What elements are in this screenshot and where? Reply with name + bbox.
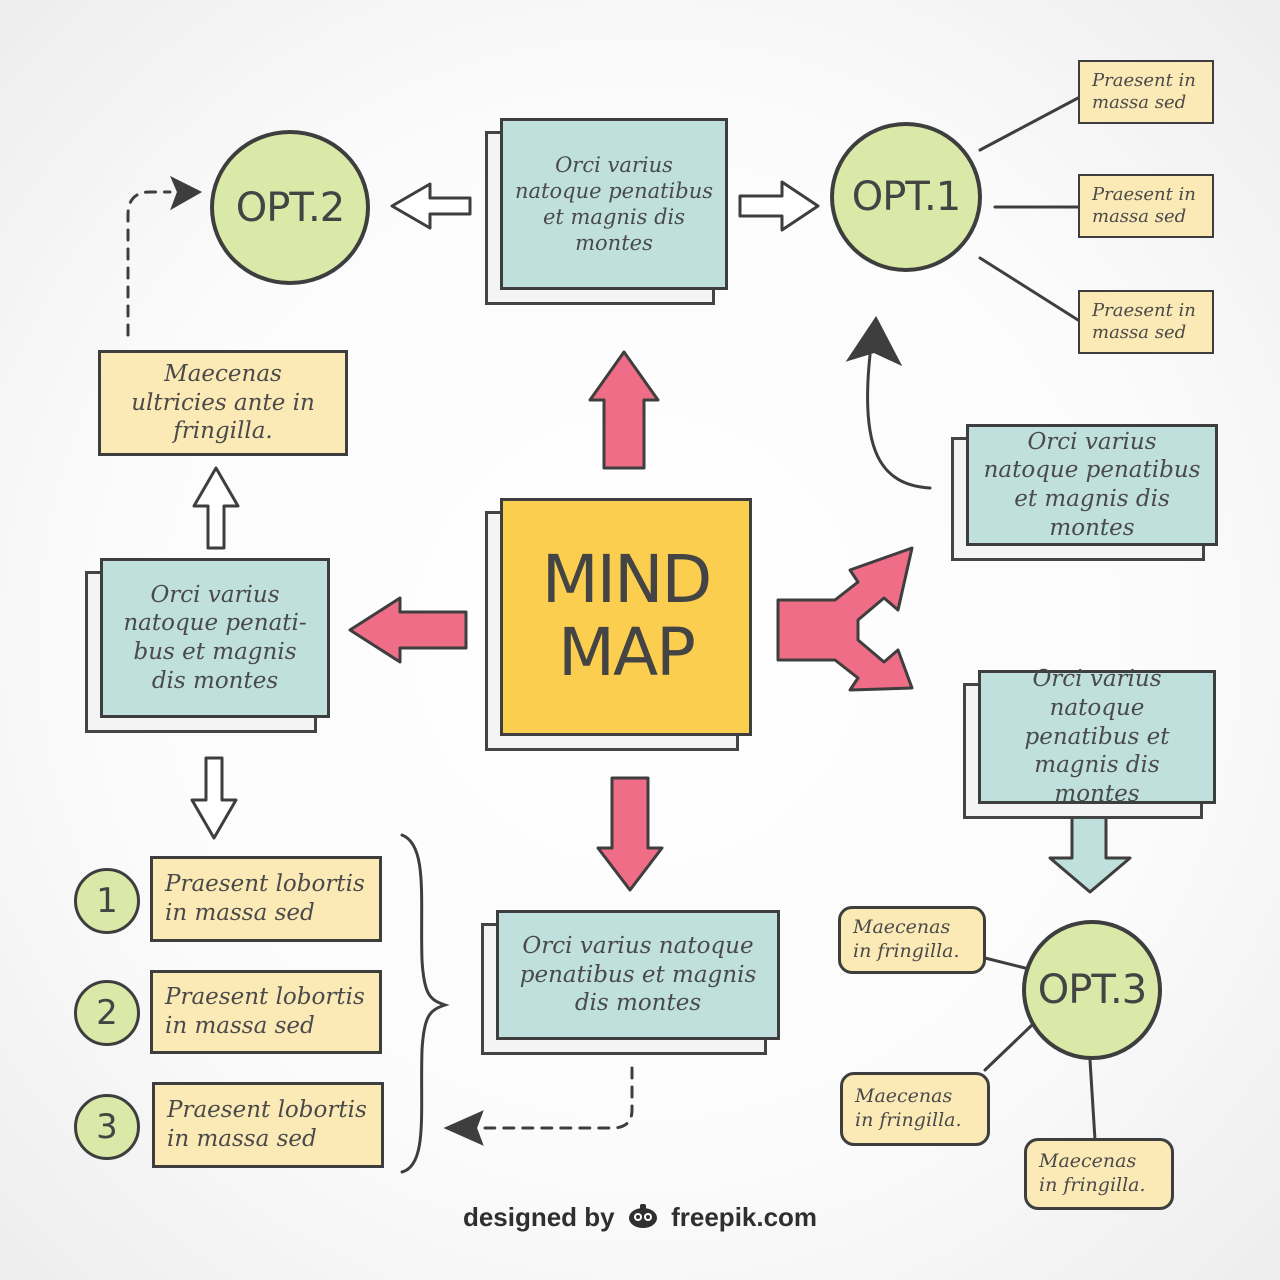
- top-idea-box[interactable]: Orci varius natoque penatibus et magnis …: [500, 118, 728, 290]
- connector-opt3-item3: [1088, 1058, 1097, 1142]
- list-item-3-text: Praesent lobortis in massa sed: [167, 1097, 367, 1152]
- list-brace: [400, 833, 450, 1174]
- mind-map-line1: MIND: [541, 541, 713, 619]
- outline-arrow-to-opt1: [738, 180, 820, 232]
- curved-connector-opt1: [866, 353, 932, 490]
- pink-arrow-up: [588, 350, 660, 470]
- opt1-item-3-text: Praesent in massa sed: [1092, 299, 1196, 344]
- connector-opt1-item3: [978, 256, 1080, 322]
- pink-arrow-left: [348, 596, 468, 664]
- bottom-idea-text: Orci varius natoque penatibus et magnis …: [519, 932, 757, 1017]
- outline-arrow-down-left: [190, 756, 238, 840]
- callout-arrow-down: [1048, 803, 1132, 894]
- left-note-box[interactable]: Maecenas ultricies ante in fringilla.: [98, 350, 348, 456]
- opt1-label: OPT.1: [851, 174, 961, 220]
- list-item-1[interactable]: Praesent lobortis in massa sed: [150, 856, 382, 942]
- list-item-2-text: Praesent lobortis in massa sed: [165, 984, 365, 1039]
- freepik-logo-icon: [626, 1203, 660, 1236]
- opt1-item-2[interactable]: Praesent in massa sed: [1078, 174, 1214, 238]
- right-callout-text: Orci varius natoque penatibus et magnis …: [1024, 666, 1170, 808]
- opt3-item-3-text: Maecenas in fringilla.: [1039, 1150, 1146, 1196]
- footer-prefix: designed by: [462, 1202, 615, 1232]
- opt1-circle[interactable]: OPT.1: [830, 122, 982, 272]
- opt3-item-1[interactable]: Maecenas in fringilla.: [838, 906, 986, 974]
- list-number-2-circle: 2: [74, 980, 140, 1046]
- opt2-label: OPT.2: [235, 184, 345, 231]
- list-number-1-circle: 1: [74, 868, 140, 934]
- connector-opt3-item2: [983, 1023, 1034, 1072]
- arrowhead-dashed-bottom: [443, 1110, 484, 1146]
- list-number-2: 2: [96, 993, 118, 1033]
- list-item-2[interactable]: Praesent lobortis in massa sed: [150, 970, 382, 1054]
- opt1-item-1[interactable]: Praesent in massa sed: [1078, 60, 1214, 124]
- list-number-3: 3: [96, 1107, 118, 1147]
- arrowhead-curved-opt1: [845, 316, 903, 367]
- opt3-item-2-text: Maecenas in fringilla.: [855, 1085, 962, 1131]
- left-idea-box[interactable]: Orci varius natoque penati- bus et magni…: [100, 558, 330, 718]
- connector-opt3-item1: [983, 956, 1027, 970]
- footer-brand[interactable]: freepik.com: [671, 1202, 818, 1232]
- opt3-label: OPT.3: [1037, 967, 1147, 1013]
- bottom-idea-box[interactable]: Orci varius natoque penatibus et magnis …: [496, 910, 780, 1040]
- left-note-text: Maecenas ultricies ante in fringilla.: [131, 360, 315, 445]
- list-number-1: 1: [96, 881, 118, 921]
- mind-map-center[interactable]: MIND MAP: [500, 498, 752, 736]
- list-number-3-circle: 3: [74, 1094, 140, 1160]
- opt3-circle[interactable]: OPT.3: [1022, 920, 1162, 1060]
- right-idea-text: Orci varius natoque penatibus et magnis …: [983, 428, 1201, 541]
- opt3-item-2[interactable]: Maecenas in fringilla.: [840, 1072, 990, 1146]
- left-idea-text: Orci varius natoque penati- bus et magni…: [123, 581, 307, 694]
- outline-arrow-to-opt2: [390, 182, 472, 230]
- opt1-item-3[interactable]: Praesent in massa sed: [1078, 290, 1214, 354]
- opt3-item-3[interactable]: Maecenas in fringilla.: [1024, 1138, 1174, 1210]
- pink-arrow-down: [596, 776, 664, 892]
- right-callout-box[interactable]: Orci varius natoque penatibus et magnis …: [978, 666, 1216, 807]
- footer-credit: designed by freepik.com: [0, 1202, 1280, 1236]
- dashed-connector-left: [126, 190, 172, 337]
- right-idea-box[interactable]: Orci varius natoque penatibus et magnis …: [966, 424, 1218, 546]
- mind-map-line2: MAP: [558, 614, 696, 691]
- list-item-3[interactable]: Praesent lobortis in massa sed: [152, 1082, 384, 1168]
- opt1-item-2-text: Praesent in massa sed: [1092, 183, 1196, 228]
- list-item-1-text: Praesent lobortis in massa sed: [165, 871, 365, 926]
- top-idea-text: Orci varius natoque penatibus et magnis …: [515, 152, 714, 256]
- arrowhead-dashed-left: [170, 175, 203, 211]
- pink-arrow-split-right: [776, 546, 914, 692]
- dashed-connector-bottom: [483, 1066, 634, 1130]
- opt2-circle[interactable]: OPT.2: [210, 130, 370, 285]
- opt3-item-1-text: Maecenas in fringilla.: [853, 916, 960, 962]
- connector-opt1-item1: [978, 96, 1080, 152]
- opt1-item-1-text: Praesent in massa sed: [1092, 69, 1196, 114]
- outline-arrow-up-left: [192, 466, 240, 550]
